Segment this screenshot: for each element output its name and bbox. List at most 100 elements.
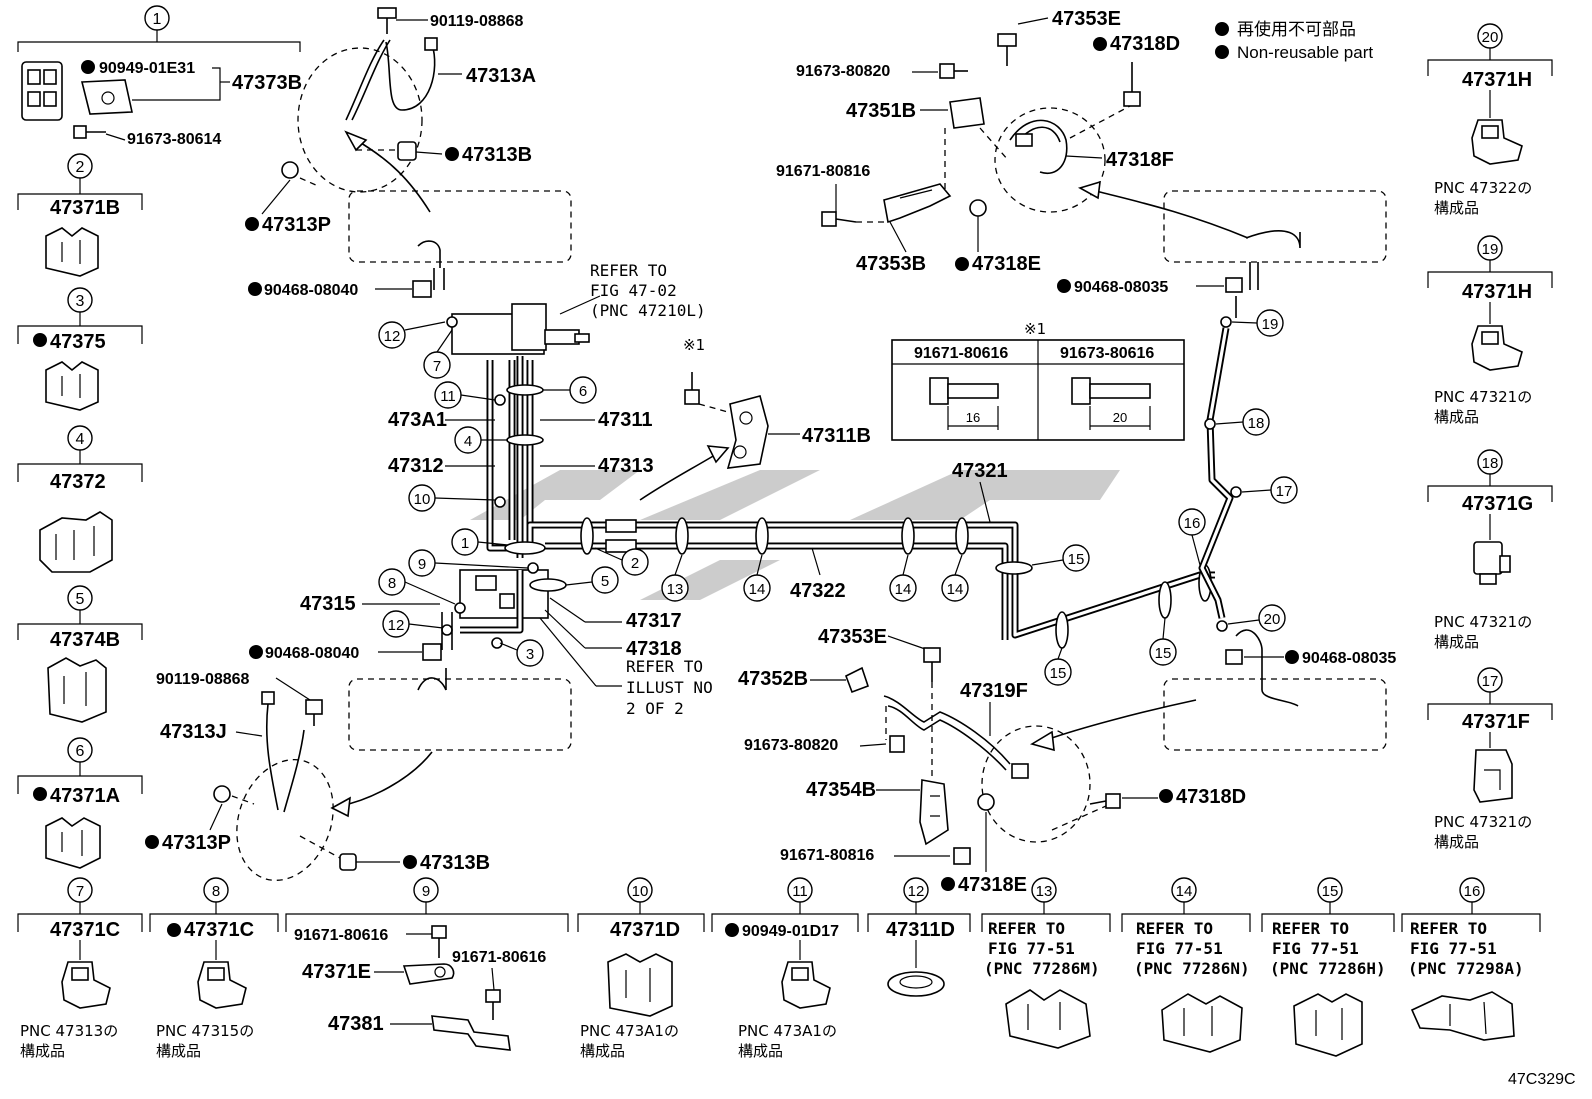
svg-text:10: 10: [632, 883, 649, 900]
nut-icon: [213, 785, 231, 803]
bolt-icon: [377, 7, 397, 34]
bolt-icon: [889, 735, 905, 753]
bottom-16-ref3: (PNC 77298A): [1408, 959, 1524, 978]
clamp-icon: [45, 817, 101, 869]
svg-text:4: 4: [464, 433, 472, 450]
legend-japanese: 再使用不可部品: [1237, 19, 1356, 39]
clamp-icon: [607, 953, 673, 1017]
svg-text:20: 20: [1264, 611, 1281, 628]
bottom-7-note1: PNC 47313の: [20, 1022, 118, 1040]
bracket-icon: [80, 79, 133, 115]
part-47313: 47313: [598, 455, 654, 477]
svg-text:7: 7: [433, 358, 441, 375]
bolt-icon: [939, 63, 968, 79]
part-47353E: 47353E: [1052, 8, 1121, 30]
part-47313B: 47313B: [462, 144, 532, 166]
figure-code: 47C329C: [1508, 1071, 1576, 1088]
bolt-icon: [431, 925, 447, 958]
bolt-icon: [684, 372, 700, 405]
clip-icon: [1473, 541, 1511, 585]
bottom-14-ref1: REFER TO: [1136, 919, 1213, 938]
part-47372: 47372: [50, 471, 106, 493]
bottom-8-note1: PNC 47315の: [156, 1022, 254, 1040]
right-18-note1: PNC 47321の: [1434, 613, 1532, 631]
bottom-9-sub3: 91671-80616: [452, 949, 546, 966]
left-item-6-number: 6: [76, 743, 85, 760]
bolt-icon: [821, 211, 857, 227]
part-90468-08035-a: 90468-08035: [1074, 279, 1168, 296]
left-item-3-number: 3: [76, 293, 85, 310]
part-47371F: 47371F: [1462, 711, 1530, 733]
part-47313J: 47313J: [160, 721, 227, 743]
part-47371G: 47371G: [1462, 493, 1533, 515]
bolt-table-dim2: 20: [1113, 410, 1127, 425]
svg-text:15: 15: [1068, 551, 1085, 568]
svg-text:7: 7: [76, 883, 84, 900]
bottom-8-note2: 構成品: [156, 1042, 201, 1060]
bolt-icon: [953, 847, 971, 865]
bottom-15-ref3: (PNC 77286H): [1270, 959, 1386, 978]
bottom-row: 7 47371C PNC 47313の 構成品 8 47371C PNC 473…: [17, 877, 1541, 1060]
bottom-10-note1: PNC 473A1の: [580, 1022, 679, 1040]
svg-text:13: 13: [667, 581, 684, 598]
part-47371C-8: 47371C: [184, 919, 254, 941]
bottom-9-sub2: 47371E: [302, 961, 371, 983]
svg-text:1: 1: [461, 535, 469, 552]
bolt-table-col2: 91673-80616: [1060, 345, 1154, 362]
bottom-16-ref2: FIG 77-51: [1410, 939, 1497, 958]
part-47354B: 47354B: [806, 779, 876, 801]
part-47371H-19: 47371H: [1462, 281, 1532, 303]
part-90119-08868-a: 90119-08868: [430, 13, 524, 30]
part-91673-80820-b: 91673-80820: [744, 737, 838, 754]
right-17-note1: PNC 47321の: [1434, 813, 1532, 831]
bolt-table-dim1: 16: [966, 410, 980, 425]
part-47371H-20: 47371H: [1462, 69, 1532, 91]
svg-text:9: 9: [422, 883, 430, 900]
svg-text:13: 13: [1036, 883, 1053, 900]
svg-text:2: 2: [631, 555, 639, 572]
clip-icon: [61, 961, 111, 1009]
refer-fig-47-02-line2: FIG 47-02: [590, 281, 677, 300]
bolt-icon: [305, 699, 323, 726]
right-17-note2: 構成品: [1434, 833, 1479, 851]
right-19-note1: PNC 47321の: [1434, 388, 1532, 406]
bottom-9-sub1: 91671-80616: [294, 927, 388, 944]
part-91673-80820-a: 91673-80820: [796, 63, 890, 80]
part-47318D: 47318D: [1110, 33, 1180, 55]
svg-text:8: 8: [388, 575, 396, 592]
right-19-note2: 構成品: [1434, 408, 1479, 426]
part-91671-80816-b: 91671-80816: [780, 847, 874, 864]
part-47351B: 47351B: [846, 100, 916, 122]
upper-ground-strap-group: 90119-08868 47313A 47313B 47313P: [245, 7, 572, 263]
part-47311: 47311: [598, 409, 653, 431]
svg-text:9: 9: [418, 556, 426, 573]
left-item-5-number: 5: [76, 591, 85, 608]
clamp-icon: [1293, 993, 1363, 1057]
part-47313P: 47313P: [262, 214, 331, 236]
clip-icon: [197, 961, 247, 1009]
grommet-icon: [887, 971, 945, 997]
part-47371B: 47371B: [50, 197, 120, 219]
svg-text:19: 19: [1262, 316, 1279, 333]
bottom-9-sub4: 47381: [328, 1013, 384, 1035]
svg-text:14: 14: [895, 581, 912, 598]
bottom-14-ref2: FIG 77-51: [1136, 939, 1223, 958]
clip-icon: [1471, 325, 1523, 371]
bolt-icon: [923, 647, 941, 682]
bolt-icon: [485, 989, 501, 1020]
svg-text:11: 11: [792, 883, 808, 900]
bottom-11-note1: PNC 473A1の: [738, 1022, 837, 1040]
left-item-2-number: 2: [76, 159, 85, 176]
clip-icon: [781, 961, 831, 1009]
svg-text:8: 8: [212, 883, 220, 900]
clamp-icon: [1005, 989, 1091, 1049]
note-mark-upper: ※1: [683, 336, 705, 354]
part-473A1: 473A1: [388, 409, 447, 431]
refer-fig-47-02-line1: REFER TO: [590, 261, 667, 280]
legend-english: Non-reusable part: [1237, 43, 1373, 62]
right-20-note1: PNC 47322の: [1434, 179, 1532, 197]
bolt-table: ※1 91671-80616 91673-80616 16 20: [891, 320, 1185, 441]
bolt-icon: [1089, 793, 1121, 809]
rear-right-pipe: 90468-08035 19 18 17 20 90468-08035: [1057, 230, 1396, 751]
